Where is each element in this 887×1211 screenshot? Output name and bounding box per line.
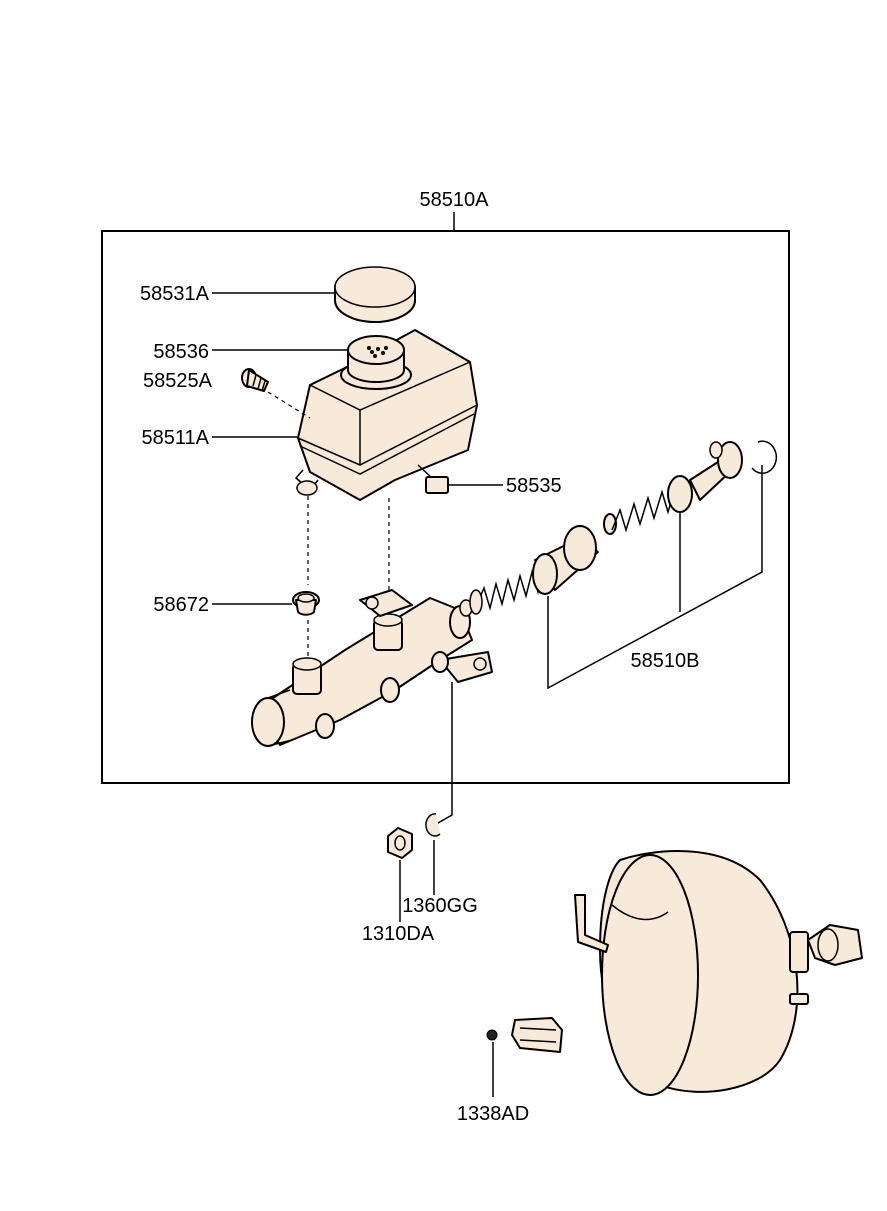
master-cylinder-body xyxy=(251,589,493,747)
screw xyxy=(241,368,269,392)
washer xyxy=(425,813,441,837)
screw-dash xyxy=(267,391,311,419)
level-sensor xyxy=(417,464,449,494)
assembly-frame xyxy=(101,230,790,784)
label-58535: 58535 xyxy=(506,475,562,497)
reservoir-cap xyxy=(334,266,416,323)
leader-58510b xyxy=(547,465,763,690)
brake-booster xyxy=(574,850,863,1096)
booster-bracket xyxy=(486,1017,563,1053)
label-58531a: 58531A xyxy=(140,283,210,305)
nut xyxy=(387,827,413,859)
label-58510b: 58510B xyxy=(631,650,700,672)
label-1310da: 1310DA xyxy=(362,923,435,945)
label-1338ad: 1338AD xyxy=(457,1103,529,1125)
leader-mount xyxy=(437,682,453,824)
grommet xyxy=(292,591,320,616)
label-58536: 58536 xyxy=(153,341,209,363)
label-58525a: 58525A xyxy=(143,370,213,392)
piston-kit xyxy=(469,440,778,615)
secondary-spring xyxy=(611,485,677,533)
label-58510a: 58510A xyxy=(420,189,490,211)
label-58672: 58672 xyxy=(153,594,209,616)
label-58511a: 58511A xyxy=(142,427,210,449)
snap-ring xyxy=(751,440,778,474)
reservoir-strainer xyxy=(340,335,412,390)
label-1360gg: 1360GG xyxy=(402,895,478,917)
